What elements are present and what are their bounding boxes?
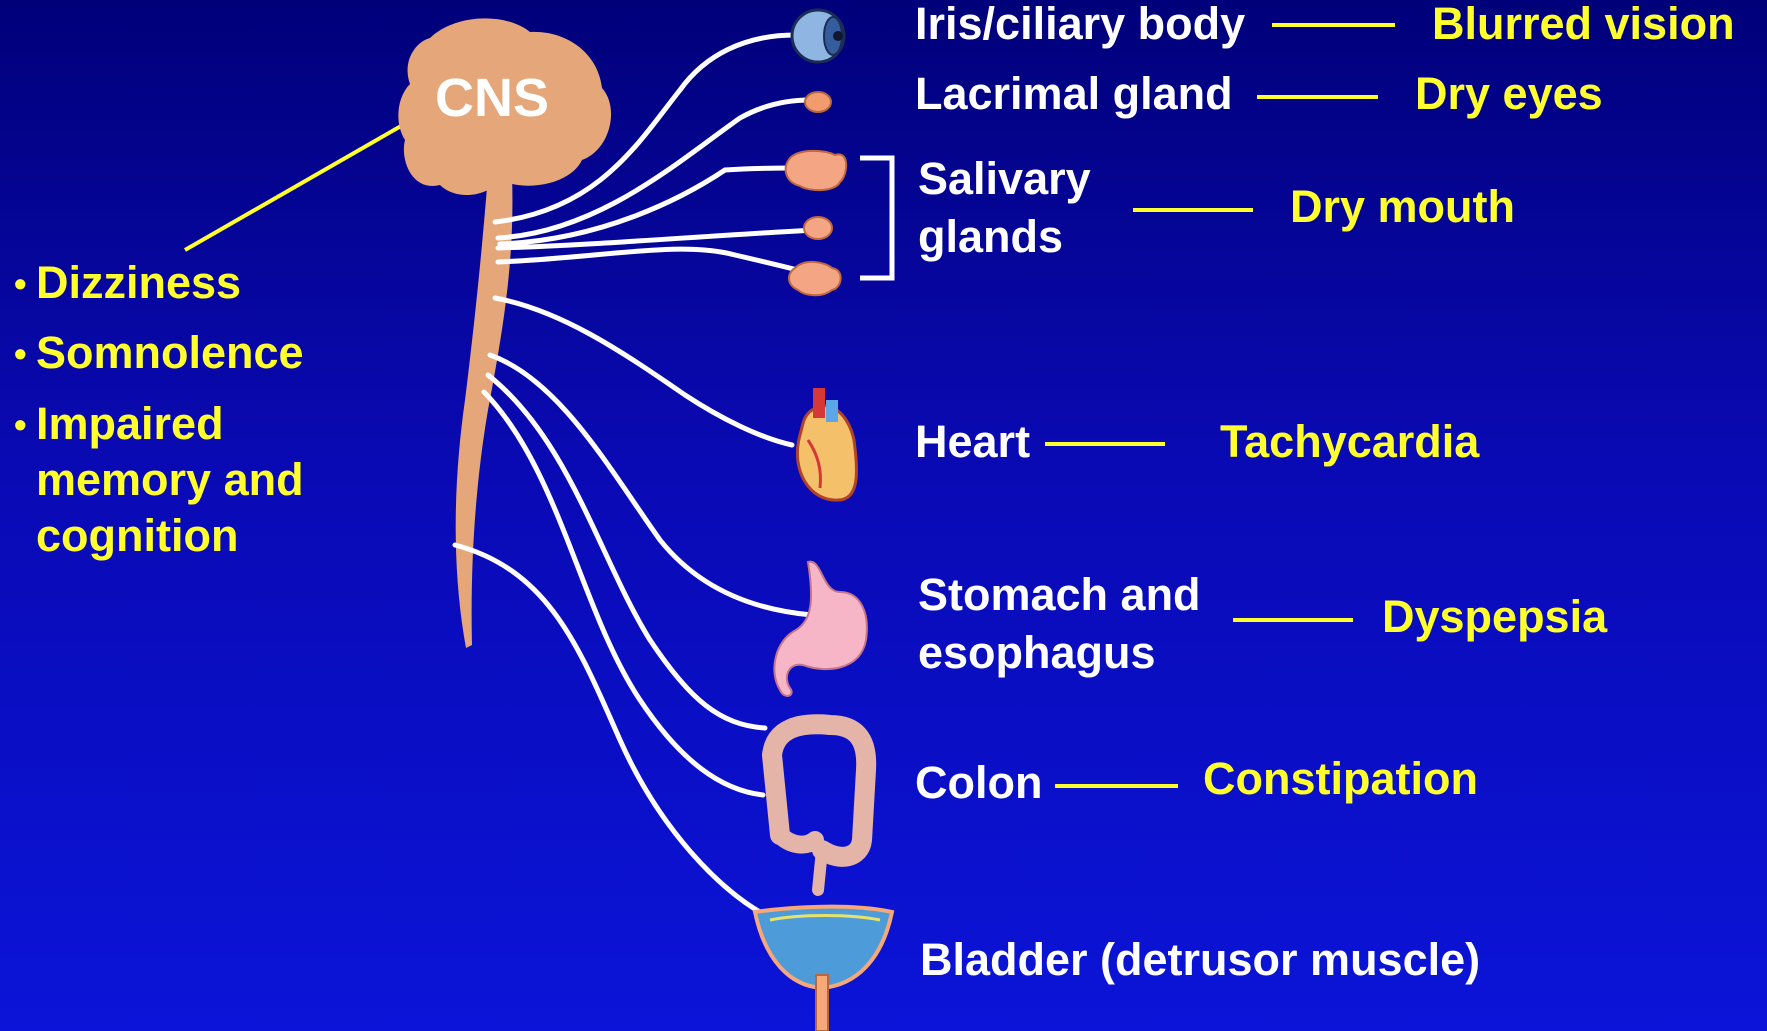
cns-effects-list: Dizziness Somnolence Impaired memory and… — [8, 255, 304, 564]
heart-effect: Tachycardia — [1220, 415, 1479, 470]
nerve-to-stomach — [490, 355, 812, 615]
stomach-label-line-1: Stomach and — [918, 568, 1201, 623]
cns-effect-impaired-memory: Impaired memory and cognition — [8, 396, 304, 565]
heart-icon — [797, 388, 856, 500]
salivary-bracket — [860, 158, 892, 278]
colon-icon — [772, 724, 866, 890]
nerve-to-salivary-bottom — [498, 249, 805, 272]
salivary-label-line-2: glands — [918, 210, 1063, 265]
cns-effects-connector — [185, 122, 408, 250]
bladder-icon — [755, 907, 892, 1031]
cns-effect-line-2: memory and — [36, 454, 304, 505]
heart-label: Heart — [915, 415, 1030, 470]
lacrimal-gland-icon — [805, 92, 831, 112]
nerve-to-heart — [495, 298, 792, 445]
cns-effect-somnolence: Somnolence — [8, 325, 304, 381]
cns-effect-line-3: cognition — [36, 510, 238, 561]
cns-label: CNS — [435, 66, 549, 132]
cns-effect-dizziness: Dizziness — [8, 255, 304, 311]
salivary-effect: Dry mouth — [1290, 180, 1515, 235]
iris-label: Iris/ciliary body — [915, 0, 1245, 52]
colon-effect: Constipation — [1203, 752, 1478, 807]
colon-label: Colon — [915, 756, 1042, 811]
nerve-to-bladder — [455, 545, 765, 915]
iris-effect: Blurred vision — [1432, 0, 1735, 52]
stomach-icon — [774, 562, 867, 696]
stomach-effect: Dyspepsia — [1382, 590, 1607, 645]
lacrimal-effect: Dry eyes — [1415, 67, 1603, 122]
bladder-label: Bladder (detrusor muscle) — [920, 933, 1480, 988]
salivary-label-line-1: Salivary — [918, 152, 1091, 207]
salivary-glands-icon — [786, 151, 846, 295]
cns-effect-line-1: Impaired — [36, 398, 224, 449]
stomach-label-line-2: esophagus — [918, 626, 1156, 681]
eye-icon — [792, 10, 844, 62]
lacrimal-label: Lacrimal gland — [915, 67, 1233, 122]
